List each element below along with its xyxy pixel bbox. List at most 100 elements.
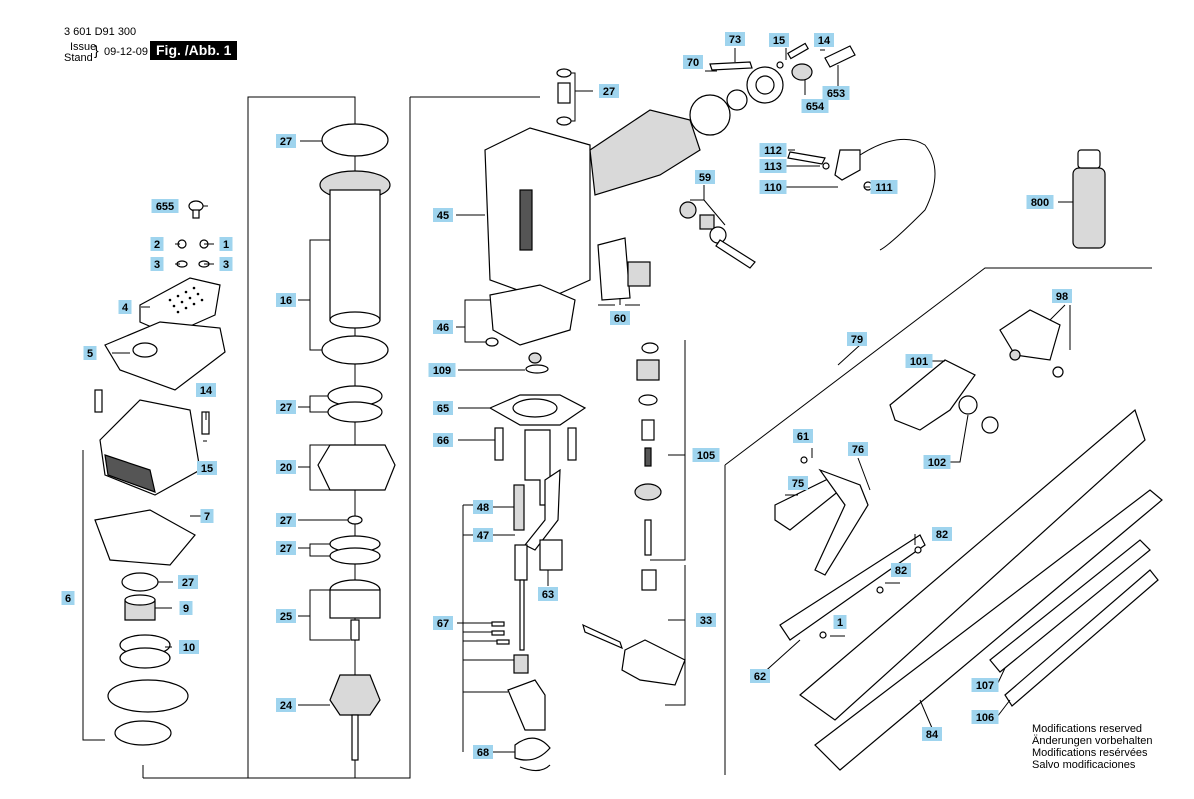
- body-assembly: [484, 68, 701, 772]
- part-47-link: [524, 468, 561, 551]
- callout-box: [1052, 289, 1072, 303]
- part-48-spring: [513, 484, 525, 531]
- callout-c61: 61: [793, 429, 813, 443]
- callout-c73: 73: [725, 32, 745, 46]
- part-67-pin-b: [491, 630, 505, 636]
- callout-c27a: 27: [276, 134, 296, 148]
- part-16-cylinder: [329, 189, 381, 321]
- callout-c653: 653: [822, 86, 850, 100]
- callout-c66: 66: [433, 433, 453, 447]
- part-15-washer: [776, 61, 784, 69]
- part-70-disc: [726, 89, 748, 111]
- callout-c62: 62: [750, 669, 770, 683]
- bracket-33: [665, 565, 686, 706]
- callout-label: 20: [280, 462, 292, 474]
- callout-box: [833, 615, 847, 629]
- callout-box: [610, 311, 630, 325]
- callout-label: 110: [764, 182, 782, 194]
- part-46-bumper: [485, 337, 499, 347]
- callout-box: [788, 476, 808, 490]
- callout-c98: 98: [1052, 289, 1072, 303]
- callout-label: 79: [851, 334, 863, 346]
- part-59-bolt: [715, 239, 756, 269]
- callout-c10: 10: [179, 640, 199, 654]
- part-ring-large: [107, 679, 189, 713]
- callout-box: [219, 257, 233, 271]
- callout-c48: 48: [473, 500, 493, 514]
- callout-box: [473, 745, 493, 759]
- callout-c655: 655: [151, 199, 179, 213]
- part-5-opening: [132, 342, 158, 358]
- part-106-strip: [1004, 569, 1159, 707]
- callout-box: [759, 159, 787, 173]
- part-67-pin-a: [491, 621, 505, 627]
- part-67-pin-c: [496, 639, 510, 645]
- part-73-wire: [709, 61, 753, 71]
- part-105-ring: [638, 394, 658, 406]
- callout-box: [197, 461, 217, 475]
- callout-box: [905, 354, 933, 368]
- part-27-small: [347, 515, 363, 525]
- callout-c67: 67: [433, 616, 453, 630]
- part-105-oring: [641, 342, 659, 354]
- callout-c20: 20: [276, 460, 296, 474]
- callout-label: 67: [437, 618, 449, 630]
- callout-box: [151, 199, 179, 213]
- callout-box: [822, 86, 850, 100]
- part-ring-350: [321, 335, 389, 365]
- callout-label: 2: [154, 239, 160, 251]
- callout-box: [1026, 195, 1054, 209]
- part-33-spring: [641, 569, 657, 591]
- callout-label: 27: [603, 86, 615, 98]
- callout-box: [793, 429, 813, 443]
- part-73-hole: [755, 75, 775, 95]
- callout-box: [759, 143, 787, 157]
- callout-label: 45: [437, 210, 449, 222]
- callout-label: 109: [433, 365, 451, 377]
- callout-label: 27: [280, 402, 292, 414]
- part-653-fitting: [824, 45, 856, 68]
- callout-box: [538, 587, 558, 601]
- part-25-piston: [329, 589, 381, 619]
- callout-label: 14: [818, 35, 831, 47]
- callout-c25: 25: [276, 609, 296, 623]
- figure-label: Fig. /Abb. 1: [150, 41, 238, 60]
- callout-label: 84: [926, 729, 939, 741]
- callout-c27b: 27: [276, 400, 296, 414]
- part-59-a: [679, 201, 697, 219]
- callout-label: 66: [437, 435, 449, 447]
- part-59-b: [699, 214, 715, 230]
- part-102-nut: [981, 416, 999, 434]
- callout-box: [932, 527, 952, 541]
- callout-box: [150, 257, 164, 271]
- callout-c27f: 27: [599, 84, 619, 98]
- frame-head-group: [355, 97, 411, 779]
- callout-label: 76: [852, 444, 864, 456]
- part-ring-bottom: [114, 720, 172, 746]
- callout-c84: 84: [922, 727, 942, 741]
- part-800-tube: [1072, 167, 1106, 249]
- callout-label: 60: [614, 313, 626, 325]
- part-112: [787, 151, 826, 165]
- part-66-bolt-right: [567, 427, 577, 461]
- callout-label: 15: [201, 463, 213, 475]
- part-68-clip: [514, 737, 551, 761]
- part-113: [822, 162, 830, 170]
- part-75-bracket: [774, 477, 841, 531]
- callout-box: [696, 613, 716, 627]
- callout-label: 27: [280, 515, 292, 527]
- callout-c15a: 15: [197, 461, 217, 475]
- callout-label: 112: [764, 145, 782, 157]
- callout-label: 61: [797, 431, 809, 443]
- callout-c75: 75: [788, 476, 808, 490]
- bracket-6: [82, 450, 105, 741]
- callout-label: 82: [936, 529, 948, 541]
- document-number: 3 601 D91 300: [64, 26, 137, 38]
- callout-c654: 654: [801, 99, 829, 113]
- callout-box: [473, 528, 493, 542]
- callout-c101: 101: [905, 354, 933, 368]
- upper-right-assembly: [679, 42, 1106, 269]
- callout-label: 9: [183, 603, 189, 615]
- callout-box: [923, 455, 951, 469]
- part-24-blade: [351, 714, 359, 761]
